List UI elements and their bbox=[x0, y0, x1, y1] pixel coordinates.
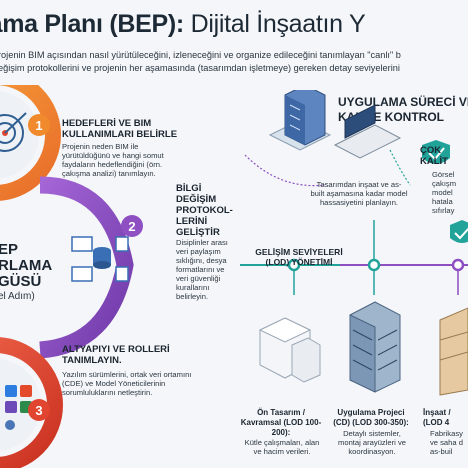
bep-center-label: EP RLAMA GÜSÜ bbox=[0, 241, 53, 290]
intro-line-2: eğişim protokollerini ve projenin her aş… bbox=[0, 63, 400, 73]
building-model-icon bbox=[268, 90, 332, 151]
shield-check-icon bbox=[422, 140, 450, 164]
target-icon bbox=[0, 112, 27, 152]
step-3-number: 3 bbox=[28, 399, 50, 421]
laptop-icon bbox=[333, 104, 402, 159]
title-rest: Dijital İnşaatın Y bbox=[190, 10, 366, 38]
lod-400-building-icon bbox=[439, 307, 468, 396]
lod-3-title: İnşaat / (LOD 4 bbox=[423, 408, 451, 427]
step-1-title: HEDEFLERİ VE BIM KULLANIMLARI BELİRLE bbox=[62, 118, 178, 140]
step-2-number: 2 bbox=[121, 215, 143, 237]
lod-3-body: Fabrikasy ve saha d as-buil bbox=[430, 429, 463, 456]
lod-1-title: Ön Tasarım / Kavramsal (LOD 100-200): bbox=[240, 408, 322, 437]
check-title: ÇOK KALİT bbox=[420, 145, 448, 167]
right-diagram bbox=[240, 90, 468, 396]
page-title: lama Planı (BEP): Dijital İnşaatın Y bbox=[0, 10, 468, 39]
step-3-title: ALTYAPIYI VE ROLLERİ TANIMLAYIN. bbox=[62, 344, 170, 366]
cycle-diagram bbox=[0, 85, 134, 468]
step-3-body: Yazılım sürümlerini, ortak veri ortamını… bbox=[62, 370, 192, 397]
lod-2-title: Uygulama Projeci (CD) (LOD 300-350): bbox=[333, 408, 409, 427]
step-2-body: Disiplinler arası veri paylaşım sıklığın… bbox=[176, 238, 228, 301]
data-exchange-icon bbox=[71, 236, 129, 282]
lod-2-body: Detaylı sistemler, montaj arayüzleri ve … bbox=[338, 429, 406, 456]
title-bold: lama Planı (BEP): bbox=[0, 10, 184, 38]
bep-center-sub: el Adım) bbox=[0, 291, 35, 302]
check-body: Görsel çakışm model hatala sıfırlay bbox=[432, 170, 457, 215]
lod-300-building-icon bbox=[349, 301, 401, 393]
step-1-body: Projenin neden BIM ile yürütüldüğünü ve … bbox=[62, 142, 164, 178]
lod-section-title: GELİŞİM SEVİYELERİ (LOD) YÖNETİMİ bbox=[255, 247, 343, 267]
step-1-number: 1 bbox=[28, 114, 50, 136]
step-2-title: BİLGİ DEĞİŞİM PROTOKOL-LERİNİ GELİŞTİR bbox=[176, 183, 233, 238]
intro-line-1: rojenin BIM açısından nasıl yürütüleceği… bbox=[0, 50, 401, 60]
shield-check-icon-2 bbox=[450, 220, 468, 243]
lod-1-body: Kütle çalışmaları, alan ve hacim veriler… bbox=[244, 438, 320, 456]
process-note: Tasarımdan inşaat ve as-built aşamasına … bbox=[310, 180, 408, 207]
lod-100-building-icon bbox=[258, 317, 321, 383]
